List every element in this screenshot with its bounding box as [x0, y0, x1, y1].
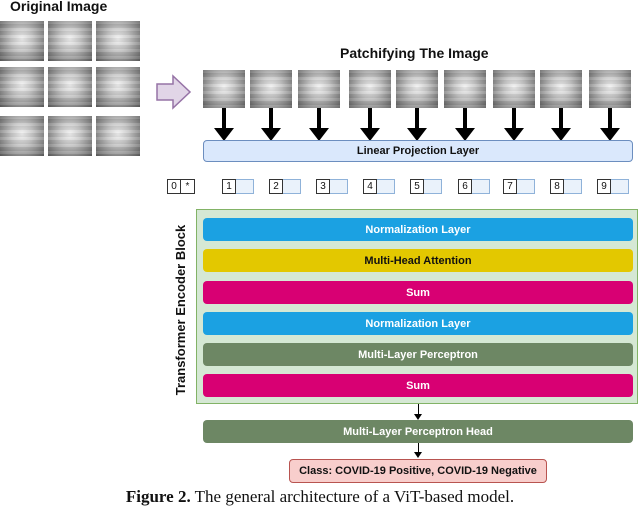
down-arrow-icon	[407, 108, 427, 142]
original-image-tile	[96, 67, 140, 107]
encoder-layer: Normalization Layer	[203, 312, 633, 335]
head-to-class-arrow-icon	[414, 443, 422, 459]
patch-token-number: 4	[363, 179, 377, 194]
patch-token: 3	[316, 179, 348, 194]
encoder-layer: Normalization Layer	[203, 218, 633, 241]
patch-token-embedding	[377, 179, 395, 194]
original-image-tile	[96, 21, 140, 61]
patch-token: 4	[363, 179, 395, 194]
patch-token: 2	[269, 179, 301, 194]
transformer-encoder-block	[196, 209, 638, 404]
down-arrow-icon	[504, 108, 524, 142]
down-arrow-icon	[261, 108, 281, 142]
down-arrow-icon	[455, 108, 475, 142]
encoder-layer: Sum	[203, 281, 633, 304]
patch-token-number: 3	[316, 179, 330, 194]
patch-token: 1	[222, 179, 254, 194]
patch-token-number: 9	[597, 179, 611, 194]
patch-token-embedding	[236, 179, 254, 194]
patch-token-number: 6	[458, 179, 472, 194]
class-token: 0 *	[167, 179, 195, 194]
linear-projection-layer: Linear Projection Layer	[203, 140, 633, 162]
patch-token: 7	[503, 179, 535, 194]
patch-token-embedding	[424, 179, 442, 194]
output-class-box: Class: COVID-19 Positive, COVID-19 Negat…	[289, 459, 547, 483]
patch-token-number: 5	[410, 179, 424, 194]
patch-token-number: 7	[503, 179, 517, 194]
down-arrow-icon	[551, 108, 571, 142]
patch-token-embedding	[330, 179, 348, 194]
patchify-arrow-icon	[156, 74, 192, 110]
patchify-title: Patchifying The Image	[340, 45, 489, 61]
patch-image	[396, 70, 438, 108]
class-token-embedding: *	[181, 179, 195, 194]
patch-token-number: 2	[269, 179, 283, 194]
encoder-layer: Sum	[203, 374, 633, 397]
patch-token-number: 1	[222, 179, 236, 194]
original-image-tile	[48, 21, 92, 61]
patch-image	[493, 70, 535, 108]
patch-token-embedding	[517, 179, 535, 194]
patch-token: 9	[597, 179, 629, 194]
original-image-tile	[0, 67, 44, 107]
patch-image	[589, 70, 631, 108]
encoder-to-head-arrow-icon	[414, 404, 422, 420]
patch-image	[444, 70, 486, 108]
down-arrow-icon	[360, 108, 380, 142]
original-image-tile	[48, 67, 92, 107]
patch-image	[540, 70, 582, 108]
patch-token-number: 8	[550, 179, 564, 194]
encoder-layer: Multi-Head Attention	[203, 249, 633, 272]
original-image-title: Original Image	[10, 0, 108, 14]
patch-token-embedding	[472, 179, 490, 194]
patch-image	[349, 70, 391, 108]
encoder-layer: Multi-Layer Perceptron	[203, 343, 633, 366]
original-image-tile	[48, 116, 92, 156]
patch-token-embedding	[564, 179, 582, 194]
down-arrow-icon	[309, 108, 329, 142]
patch-image	[298, 70, 340, 108]
patch-token: 6	[458, 179, 490, 194]
mlp-head: Multi-Layer Perceptron Head	[203, 420, 633, 443]
figure-caption: Figure 2. The general architecture of a …	[0, 487, 640, 507]
caption-label: Figure 2.	[125, 487, 191, 506]
patch-token: 8	[550, 179, 582, 194]
caption-text: The general architecture of a ViT-based …	[190, 487, 515, 506]
patch-token: 5	[410, 179, 442, 194]
encoder-block-label: Transformer Encoder Block	[173, 224, 188, 396]
original-image-tile	[96, 116, 140, 156]
patch-token-embedding	[283, 179, 301, 194]
patch-image	[250, 70, 292, 108]
patch-image	[203, 70, 245, 108]
down-arrow-icon	[600, 108, 620, 142]
original-image-tile	[0, 116, 44, 156]
original-image-tile	[0, 21, 44, 61]
down-arrow-icon	[214, 108, 234, 142]
patch-token-embedding	[611, 179, 629, 194]
class-token-number: 0	[167, 179, 181, 194]
